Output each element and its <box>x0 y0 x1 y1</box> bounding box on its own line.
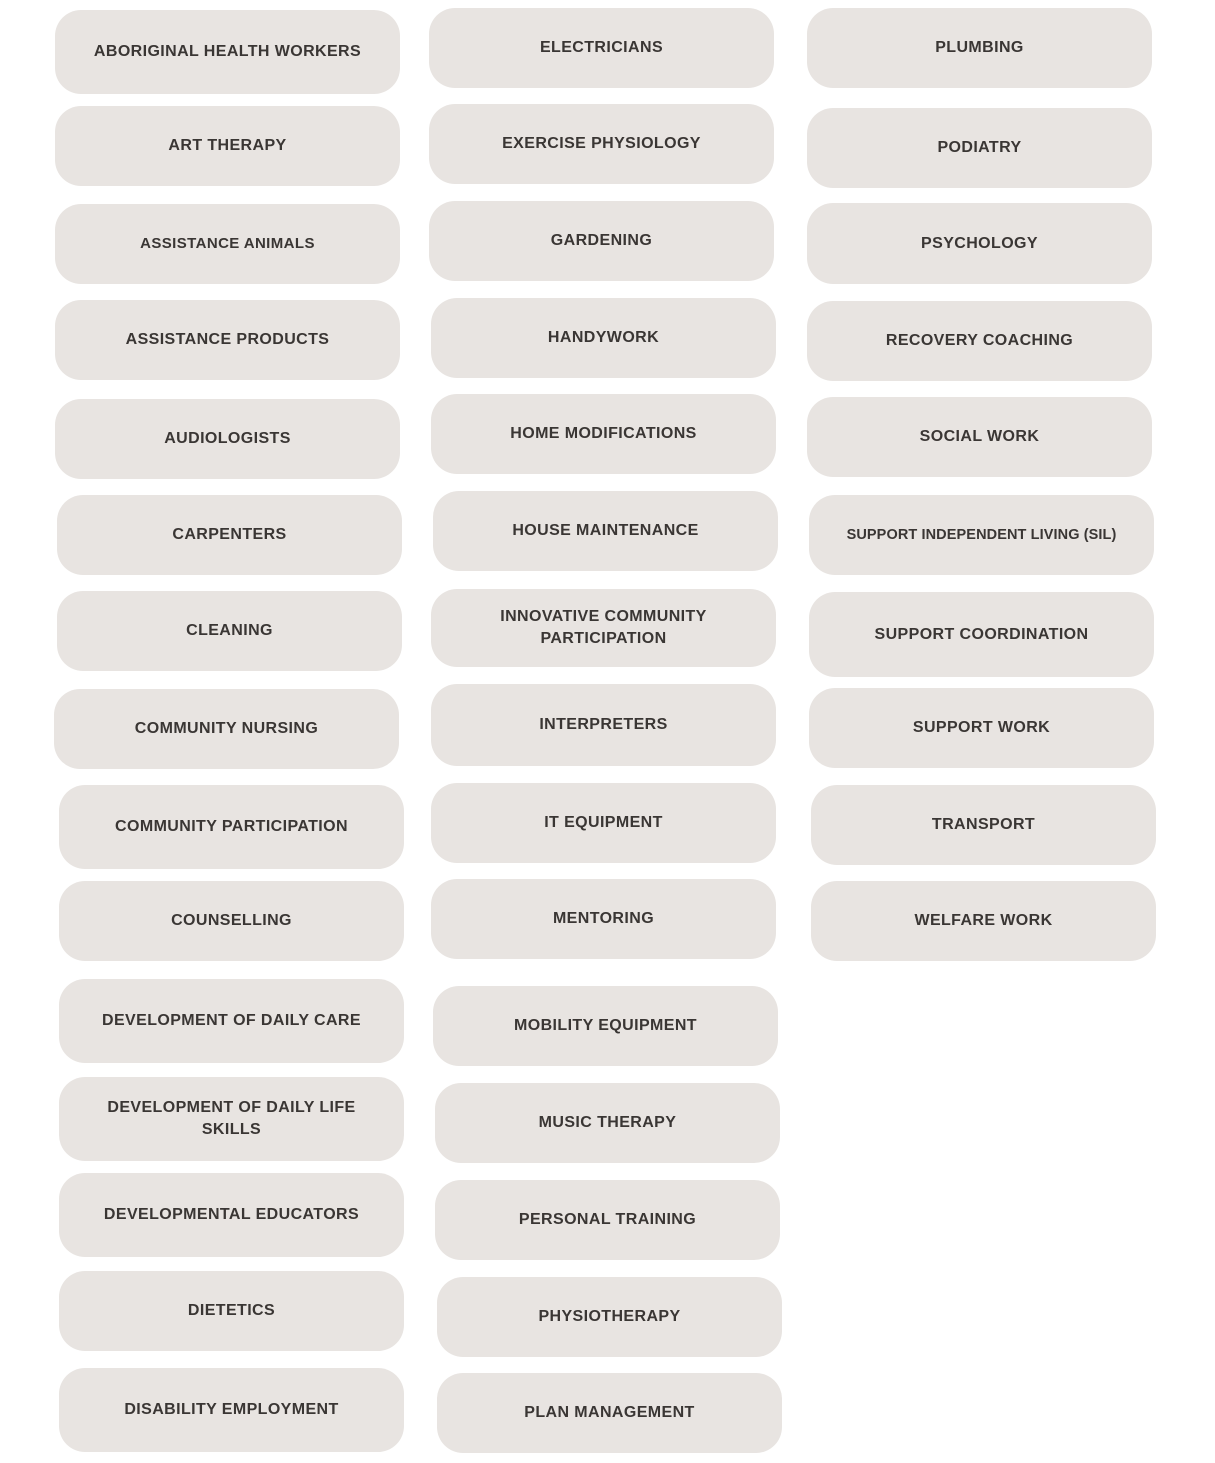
service-label: INTERPRETERS <box>539 716 668 733</box>
service-label: HANDYWORK <box>547 329 660 346</box>
service-button-physiotherapy[interactable]: PHYSIOTHERAPY <box>437 1277 782 1357</box>
service-button-disability-employment[interactable]: DISABILITY EMPLOYMENT <box>59 1368 404 1452</box>
service-button-dietetics[interactable]: DIETETICS <box>59 1271 404 1351</box>
service-label: PLAN MANAGEMENT <box>524 1404 695 1421</box>
service-button-handywork[interactable]: HANDYWORK <box>431 298 776 378</box>
service-label: SOCIAL WORK <box>919 428 1040 445</box>
service-label: HOME MODIFICATIONS <box>510 425 697 442</box>
service-label: DEVELOPMENT OF DAILY CARE <box>102 1012 361 1029</box>
service-label: AUDIOLOGISTS <box>164 430 291 447</box>
service-label: ASSISTANCE ANIMALS <box>140 235 315 252</box>
service-button-cleaning[interactable]: CLEANING <box>57 591 402 671</box>
service-button-development-of-daily-care[interactable]: DEVELOPMENT OF DAILY CARE <box>59 979 404 1063</box>
service-button-plan-management[interactable]: PLAN MANAGEMENT <box>437 1373 782 1453</box>
service-button-social-work[interactable]: SOCIAL WORK <box>807 397 1152 477</box>
service-label: GARDENING <box>550 232 653 249</box>
service-label: SUPPORT COORDINATION <box>874 625 1089 643</box>
service-label: EXERCISE PHYSIOLOGY <box>502 135 701 152</box>
service-button-assistance-products[interactable]: ASSISTANCE PRODUCTS <box>55 300 400 380</box>
service-label: ABORIGINAL HEALTH WORKERS <box>93 43 362 60</box>
service-label: PERSONAL TRAINING <box>518 1211 697 1228</box>
service-label: DISABILITY EMPLOYMENT <box>124 1401 339 1418</box>
service-label: PSYCHOLOGY <box>921 234 1038 252</box>
service-label: MENTORING <box>552 910 655 927</box>
service-label: CARPENTERS <box>172 526 287 543</box>
service-button-mobility-equipment[interactable]: MOBILITY EQUIPMENT <box>433 986 778 1066</box>
service-button-support-independent-living[interactable]: SUPPORT INDEPENDENT LIVING (SIL) <box>809 495 1154 575</box>
service-label: COMMUNITY PARTICIPATION <box>115 818 348 835</box>
service-button-support-work[interactable]: SUPPORT WORK <box>809 688 1154 768</box>
service-button-recovery-coaching[interactable]: RECOVERY COACHING <box>807 301 1152 381</box>
service-button-exercise-physiology[interactable]: EXERCISE PHYSIOLOGY <box>429 104 774 184</box>
service-button-mentoring[interactable]: MENTORING <box>431 879 776 959</box>
service-button-welfare-work[interactable]: WELFARE WORK <box>811 881 1156 961</box>
service-button-interpreters[interactable]: INTERPRETERS <box>431 684 776 766</box>
service-button-electricians[interactable]: ELECTRICIANS <box>429 8 774 88</box>
service-label: PODIATRY <box>937 139 1022 156</box>
service-label: DIETETICS <box>187 1302 276 1319</box>
service-label: INNOVATIVE COMMUNITY PARTICIPATION <box>500 608 707 647</box>
service-label: MOBILITY EQUIPMENT <box>514 1017 697 1034</box>
service-button-gardening[interactable]: GARDENING <box>429 201 774 281</box>
service-button-house-maintenance[interactable]: HOUSE MAINTENANCE <box>433 491 778 571</box>
service-label: COMMUNITY NURSING <box>134 720 319 737</box>
service-button-podiatry[interactable]: PODIATRY <box>807 108 1152 188</box>
service-label: DEVELOPMENTAL EDUCATORS <box>103 1206 360 1223</box>
service-button-home-modifications[interactable]: HOME MODIFICATIONS <box>431 394 776 474</box>
service-label: PHYSIOTHERAPY <box>538 1308 681 1325</box>
service-button-carpenters[interactable]: CARPENTERS <box>57 495 402 575</box>
service-button-development-of-daily-life-skills[interactable]: DEVELOPMENT OF DAILY LIFE SKILLS <box>59 1077 404 1161</box>
service-button-support-coordination[interactable]: SUPPORT COORDINATION <box>809 592 1154 677</box>
service-button-community-nursing[interactable]: COMMUNITY NURSING <box>54 689 399 769</box>
service-label: HOUSE MAINTENANCE <box>512 522 699 539</box>
service-button-community-participation[interactable]: COMMUNITY PARTICIPATION <box>59 785 404 869</box>
service-button-innovative-community-participation[interactable]: INNOVATIVE COMMUNITY PARTICIPATION <box>431 589 776 667</box>
service-label: COUNSELLING <box>171 912 292 929</box>
service-button-plumbing[interactable]: PLUMBING <box>807 8 1152 88</box>
service-label: MUSIC THERAPY <box>538 1114 677 1131</box>
service-label: PLUMBING <box>935 39 1024 56</box>
service-label: ASSISTANCE PRODUCTS <box>125 331 330 348</box>
service-label: CLEANING <box>186 622 273 639</box>
service-button-personal-training[interactable]: PERSONAL TRAINING <box>435 1180 780 1260</box>
service-button-art-therapy[interactable]: ART THERAPY <box>55 106 400 186</box>
service-button-assistance-animals[interactable]: ASSISTANCE ANIMALS <box>55 204 400 284</box>
service-button-counselling[interactable]: COUNSELLING <box>59 881 404 961</box>
service-label: WELFARE WORK <box>914 912 1053 929</box>
service-label: SUPPORT WORK <box>912 719 1051 736</box>
service-button-transport[interactable]: TRANSPORT <box>811 785 1156 865</box>
service-label: DEVELOPMENT OF DAILY LIFE SKILLS <box>107 1099 356 1138</box>
service-label: ELECTRICIANS <box>539 39 664 56</box>
service-button-developmental-educators[interactable]: DEVELOPMENTAL EDUCATORS <box>59 1173 404 1257</box>
service-button-psychology[interactable]: PSYCHOLOGY <box>807 203 1152 284</box>
service-button-music-therapy[interactable]: MUSIC THERAPY <box>435 1083 780 1163</box>
service-button-aboriginal-health-workers[interactable]: ABORIGINAL HEALTH WORKERS <box>55 10 400 94</box>
service-label: IT EQUIPMENT <box>544 814 663 831</box>
service-label: RECOVERY COACHING <box>885 332 1074 349</box>
service-label: ART THERAPY <box>168 137 287 154</box>
service-label: SUPPORT INDEPENDENT LIVING (SIL) <box>846 527 1117 543</box>
service-label: TRANSPORT <box>931 816 1036 833</box>
service-button-audiologists[interactable]: AUDIOLOGISTS <box>55 399 400 479</box>
service-button-it-equipment[interactable]: IT EQUIPMENT <box>431 783 776 863</box>
